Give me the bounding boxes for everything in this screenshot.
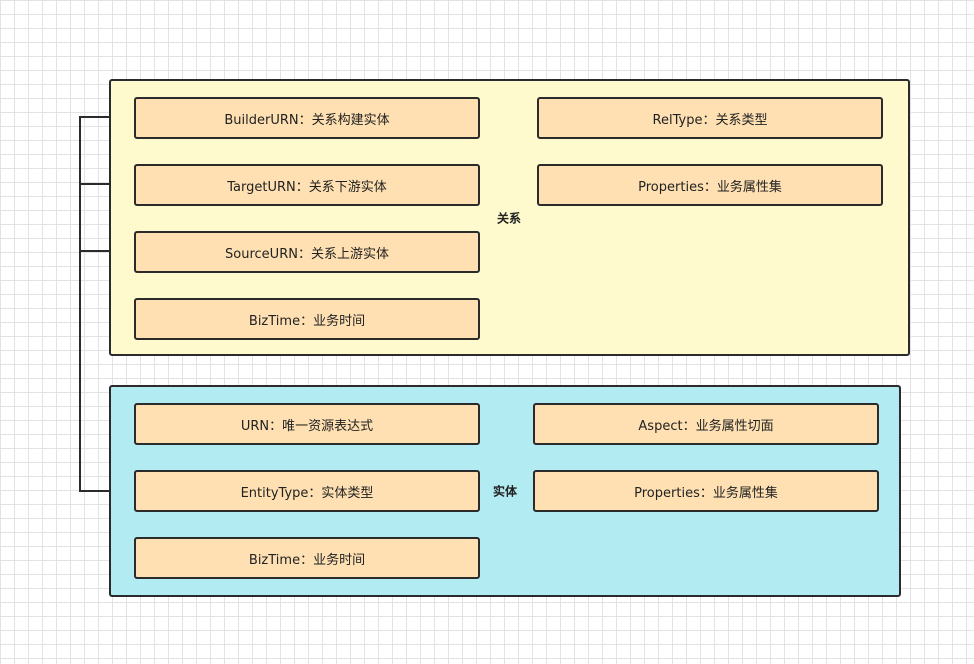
relation-properties-field: Properties：业务属性集 — [537, 164, 883, 206]
entity-biz-time-label: BizTime：业务时间 — [248, 552, 366, 568]
entity-properties-label: Properties：业务属性集 — [634, 485, 778, 501]
target-urn-field: TargetURN：关系下游实体 — [134, 164, 480, 206]
urn-label: URN：唯一资源表达式 — [240, 418, 374, 434]
relation-biz-time-field: BizTime：业务时间 — [134, 298, 480, 340]
entity-type-field: EntityType：实体类型 — [134, 470, 480, 512]
relation-properties-label: Properties：业务属性集 — [638, 179, 782, 195]
rel-type-field: RelType：关系类型 — [537, 97, 883, 139]
relation-biz-time-label: BizTime：业务时间 — [248, 313, 366, 329]
builder-urn-label: BuilderURN：关系构建实体 — [224, 112, 390, 128]
entity-group-label: 实体 — [492, 484, 518, 499]
source-urn-field: SourceURN：关系上游实体 — [134, 231, 480, 273]
urn-field: URN：唯一资源表达式 — [134, 403, 480, 445]
entity-biz-time-field: BizTime：业务时间 — [134, 537, 480, 579]
aspect-label: Aspect：业务属性切面 — [638, 418, 774, 434]
builder-urn-field: BuilderURN：关系构建实体 — [134, 97, 480, 139]
rel-type-label: RelType：关系类型 — [652, 112, 768, 128]
entity-type-label: EntityType：实体类型 — [240, 485, 374, 501]
relation-group-label: 关系 — [496, 211, 522, 226]
aspect-field: Aspect：业务属性切面 — [533, 403, 879, 445]
target-urn-label: TargetURN：关系下游实体 — [227, 179, 387, 195]
entity-properties-field: Properties：业务属性集 — [533, 470, 879, 512]
source-urn-label: SourceURN：关系上游实体 — [225, 246, 389, 262]
